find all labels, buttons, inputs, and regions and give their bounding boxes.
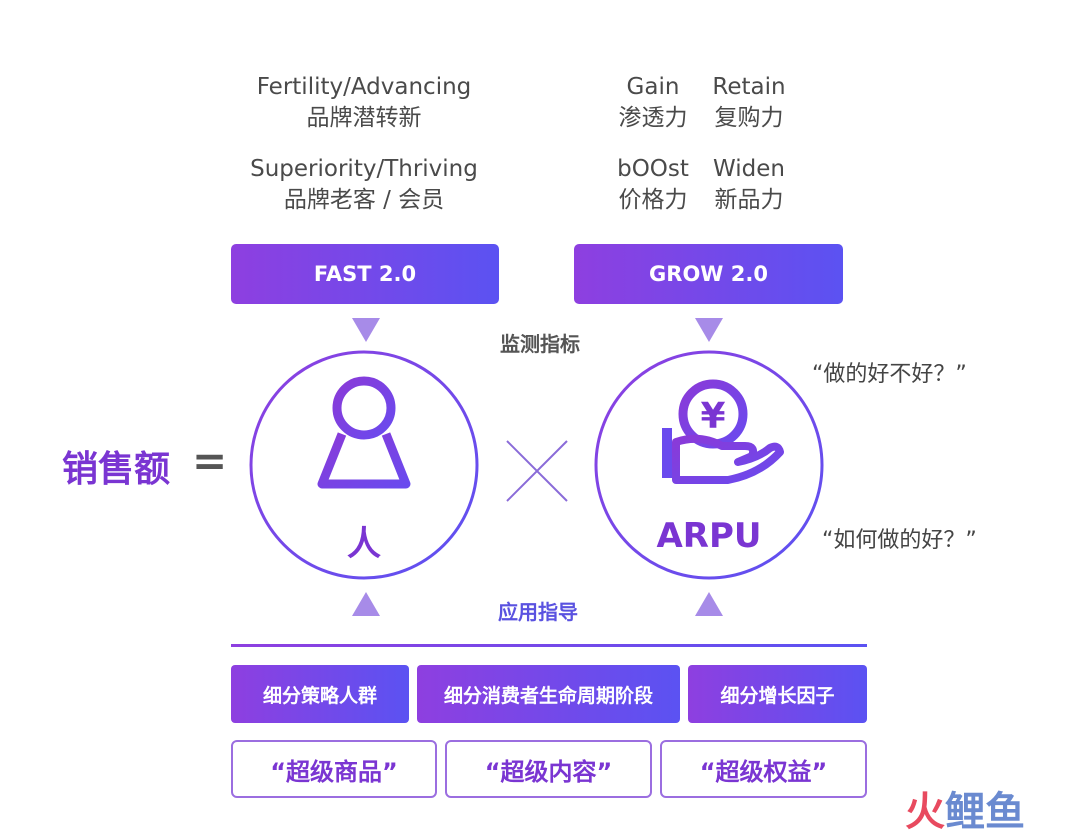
watermark-part3: 鱼	[985, 789, 1025, 835]
grow-model-pill: GROW 2.0	[574, 244, 843, 304]
watermark-part2: 鲤	[945, 789, 985, 835]
watermark-part1: 火	[905, 789, 945, 835]
apply-label: 应用指导	[498, 600, 578, 624]
segment-strategy-crowd: 细分策略人群	[231, 665, 409, 723]
person-icon	[317, 376, 411, 489]
sales-label: 销售额	[62, 449, 171, 490]
equals-sign: =	[192, 436, 228, 485]
fertility-text: Fertility/Advancing 品牌潜转新	[230, 72, 498, 134]
gain-en: Gain	[626, 74, 680, 100]
coin-hand-icon	[662, 379, 784, 484]
watermark-logo: 火鲤鱼	[905, 788, 1025, 836]
multiply-icon	[506, 440, 568, 502]
triangle-up-icon-right	[695, 592, 723, 616]
quote-how-well: “做的好不好？”	[812, 362, 967, 387]
gain-text: Gain 渗透力	[606, 72, 700, 134]
triangle-down-icon-left	[352, 318, 380, 342]
fast-model-pill: FAST 2.0	[231, 244, 499, 304]
segment-growth-factor: 细分增长因子	[688, 665, 867, 723]
widen-en: Widen	[713, 156, 785, 182]
segment-lifecycle-stage: 细分消费者生命周期阶段	[417, 665, 680, 723]
divider-line	[231, 644, 867, 647]
currency-symbol: ¥	[700, 396, 725, 437]
fertility-cn: 品牌潜转新	[306, 105, 422, 131]
superiority-en: Superiority/Thriving	[250, 156, 478, 182]
superiority-text: Superiority/Thriving 品牌老客 / 会员	[230, 154, 498, 216]
superiority-cn: 品牌老客 / 会员	[283, 187, 445, 213]
person-label: 人	[347, 524, 381, 564]
gain-cn: 渗透力	[618, 105, 688, 131]
triangle-down-icon-right	[695, 318, 723, 342]
boost-cn: 价格力	[618, 187, 688, 213]
retain-text: Retain 复购力	[702, 72, 796, 134]
boost-en: bOOst	[617, 156, 689, 182]
retain-en: Retain	[712, 74, 786, 100]
super-product-box: “超级商品”	[231, 740, 437, 798]
fertility-en: Fertility/Advancing	[256, 74, 472, 100]
widen-text: Widen 新品力	[702, 154, 796, 216]
person-circle	[249, 350, 479, 580]
widen-cn: 新品力	[714, 187, 784, 213]
boost-text: bOOst 价格力	[606, 154, 700, 216]
super-benefit-box: “超级权益”	[660, 740, 867, 798]
quote-how-to-do: “如何做的好？”	[822, 528, 977, 553]
super-content-box: “超级内容”	[445, 740, 652, 798]
monitor-label: 监测指标	[500, 332, 580, 356]
arpu-circle	[594, 350, 824, 580]
arpu-label: ARPU	[656, 516, 762, 556]
retain-cn: 复购力	[714, 105, 784, 131]
triangle-up-icon-left	[352, 592, 380, 616]
